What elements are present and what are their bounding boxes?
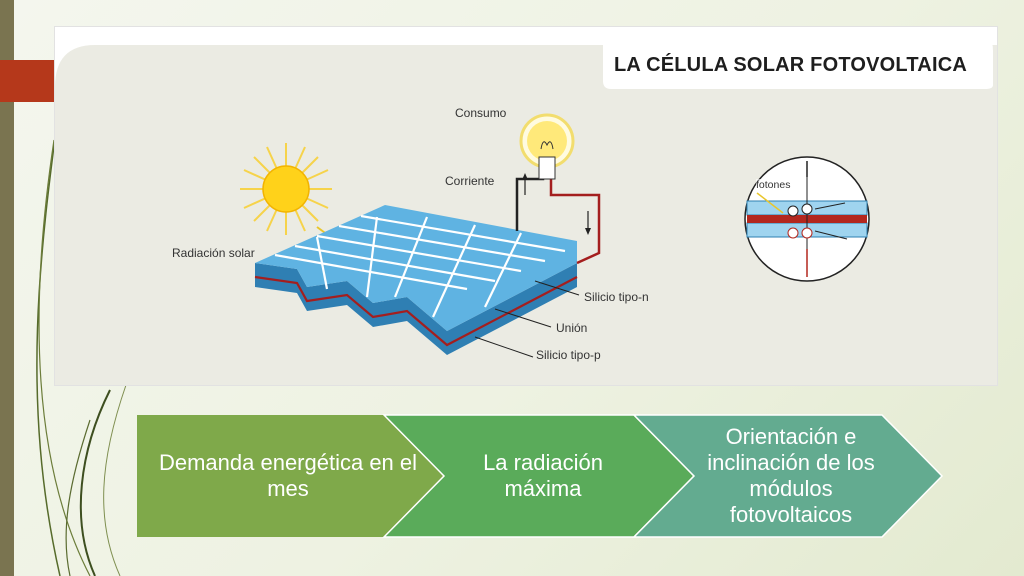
label-union: Unión bbox=[556, 321, 588, 335]
diagram-background bbox=[55, 45, 997, 385]
diagram-svg bbox=[55, 31, 997, 385]
positive-wire bbox=[549, 167, 601, 265]
label-corriente: Corriente bbox=[445, 174, 495, 188]
label-silicio-p: Silicio tipo-p bbox=[536, 348, 601, 362]
bulb-icon bbox=[519, 113, 575, 180]
chevron-step-1 bbox=[137, 415, 444, 537]
junction-line bbox=[254, 275, 578, 347]
step-3-label: Orientación e inclinación de los módulos… bbox=[707, 424, 875, 527]
red-accent-tab bbox=[0, 60, 54, 102]
decorative-curves bbox=[36, 99, 127, 576]
diagram-frame bbox=[54, 26, 998, 386]
title-banner bbox=[603, 31, 993, 89]
left-accent-stripe bbox=[0, 0, 14, 576]
sun-icon bbox=[240, 143, 332, 235]
label-radiacion-solar: Radiación solar bbox=[172, 246, 255, 260]
diagram-title: LA CÉLULA SOLAR FOTOVOLTAICA bbox=[614, 54, 967, 76]
chevron-step-3 bbox=[632, 414, 944, 538]
panel-grid bbox=[274, 214, 566, 318]
leader-lines bbox=[474, 280, 580, 358]
panel-edge bbox=[255, 263, 577, 355]
step-1-label: Demanda energética en el mes bbox=[158, 450, 418, 501]
label-consumo: Consumo bbox=[455, 106, 507, 120]
label-silicio-n: Silicio tipo-n bbox=[584, 290, 649, 304]
label-fotones: fotones bbox=[756, 179, 791, 191]
step-2-label: La radiación máxima bbox=[483, 450, 603, 501]
